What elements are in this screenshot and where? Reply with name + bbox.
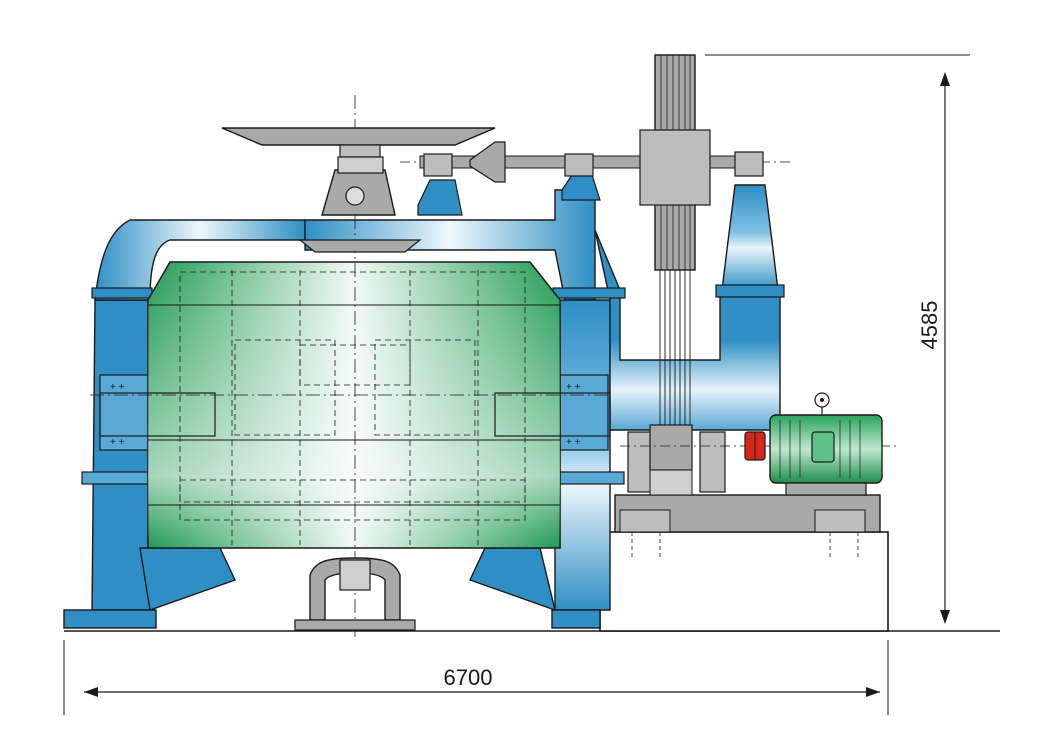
electric-motor (744, 392, 883, 496)
svg-text:+ +: + + (110, 382, 125, 393)
width-dimension-label: 6700 (444, 665, 493, 690)
svg-text:+ +: + + (566, 382, 581, 393)
svg-text:+ +: + + (566, 437, 581, 448)
top-feed-plate (221, 127, 496, 253)
left-frame: + + + + (63, 219, 306, 629)
motor-base (614, 424, 900, 533)
foundation (64, 531, 1000, 632)
height-dimension-label: 4585 (917, 301, 942, 350)
height-dimension (705, 54, 970, 624)
centrifuge-drum (90, 95, 611, 640)
width-dimension (63, 640, 889, 715)
drive-shaft (400, 141, 790, 183)
belt-pulley (639, 54, 711, 430)
svg-text:+ +: + + (110, 437, 125, 448)
bottom-bearing-support (294, 557, 416, 631)
